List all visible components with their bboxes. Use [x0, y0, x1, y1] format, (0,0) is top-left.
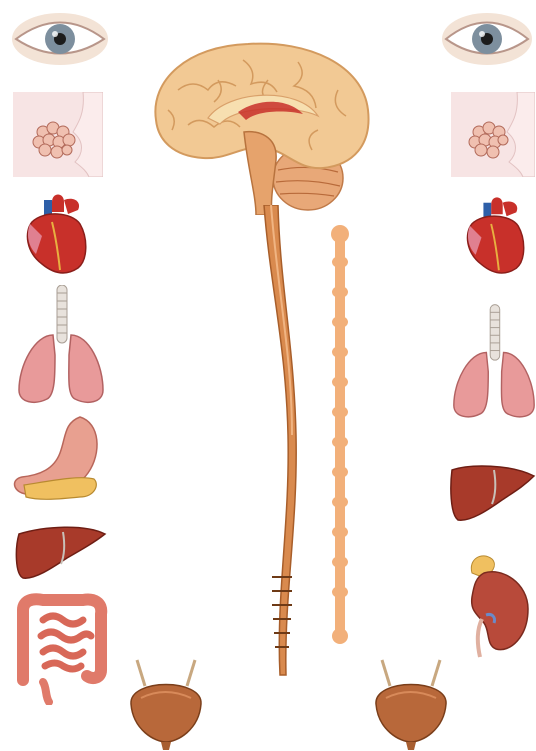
- spinal-cord-icon: [258, 205, 303, 680]
- bladder-icon: [125, 658, 207, 750]
- stomach-icon: [10, 413, 100, 508]
- heart-icon: [22, 192, 90, 277]
- sympathetic-chain-icon: [326, 222, 354, 647]
- brain-icon: [148, 40, 373, 215]
- salivary-gland-icon: [451, 92, 535, 177]
- lungs-icon: [15, 285, 107, 407]
- salivary-gland-icon: [13, 92, 103, 177]
- heart-icon: [462, 195, 528, 277]
- liver-icon: [450, 462, 536, 524]
- bladder-icon: [370, 658, 452, 750]
- liver-icon: [15, 524, 107, 584]
- intestines-icon: [13, 590, 108, 705]
- kidney-icon: [462, 553, 530, 658]
- eye-icon: [440, 8, 534, 70]
- eye-icon: [10, 8, 110, 70]
- lungs-icon: [450, 302, 536, 424]
